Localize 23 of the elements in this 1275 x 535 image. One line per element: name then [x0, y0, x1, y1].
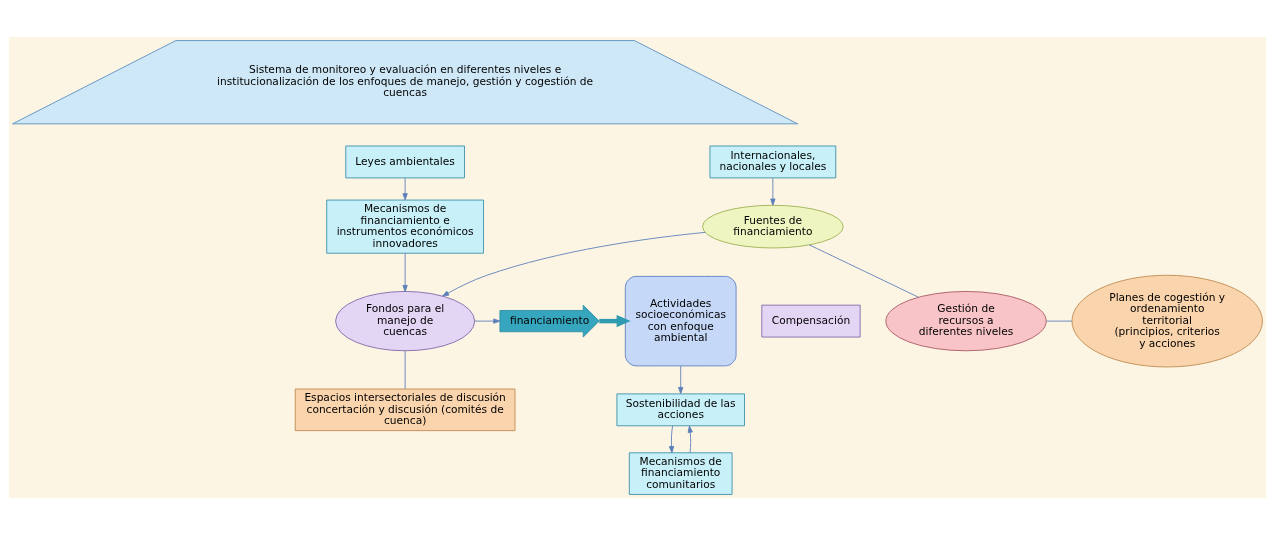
arrow [668, 425, 675, 454]
node-ellipse: Planes de cogestión y ordenamiento territorial (principios, criterios y acciones [1071, 274, 1263, 368]
connector [404, 350, 406, 390]
connector [808, 244, 919, 298]
arrow [678, 365, 684, 395]
arrow [402, 177, 408, 201]
node-box: Leyes ambientales [345, 145, 465, 179]
node-box: Compensación [761, 304, 861, 338]
node-box: Espacios intersectoriales de discusión concertación y discusión (comités de cuenca) [294, 388, 516, 432]
node-box: Mecanismos de financiamiento e instrumentos económicos innovadores [326, 199, 484, 254]
arrow [474, 318, 501, 324]
arrow [687, 425, 693, 454]
arrow [599, 315, 631, 328]
node-box: Mecanismos de financiamiento comunitarios [628, 452, 733, 495]
node-box: Actividades socioeconómicas con enfoque ambiental [624, 275, 737, 367]
node-box: Sostenibilidad de las acciones [616, 393, 745, 427]
node-ellipse: Fuentes de financiamiento [702, 204, 844, 249]
node-ellipse: Gestión de recursos a diferentes niveles [885, 291, 1047, 352]
connector [1046, 320, 1073, 322]
arrow [770, 177, 776, 206]
arrow [402, 252, 408, 293]
arrow [442, 231, 706, 297]
node-box: Internacionales, nacionales y locales [709, 145, 837, 179]
